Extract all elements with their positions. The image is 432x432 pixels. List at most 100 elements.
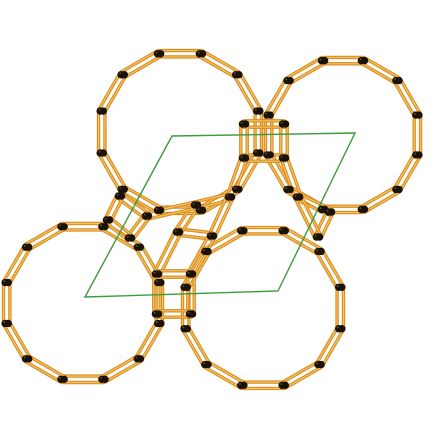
atom bbox=[281, 381, 290, 389]
atom bbox=[156, 206, 165, 214]
atom bbox=[154, 310, 163, 318]
bond-highlight bbox=[104, 193, 118, 220]
bond-highlight bbox=[105, 221, 129, 242]
atom-shine bbox=[23, 356, 26, 359]
atom-shine bbox=[265, 112, 268, 115]
atom-shine bbox=[155, 207, 158, 210]
atom-shine bbox=[319, 58, 322, 61]
atom-shine bbox=[100, 224, 103, 227]
atom-shine bbox=[240, 155, 243, 158]
bond-highlight bbox=[120, 50, 159, 73]
atom bbox=[60, 222, 68, 231]
bond-highlight bbox=[270, 81, 292, 118]
bond-highlight bbox=[208, 195, 228, 236]
atom bbox=[281, 227, 290, 235]
bond-highlight bbox=[360, 62, 397, 84]
bond-highlight bbox=[194, 193, 230, 203]
bond-highlight bbox=[239, 72, 262, 111]
atom-shine bbox=[98, 150, 101, 153]
atom-shine bbox=[316, 362, 319, 365]
atom-shine bbox=[394, 187, 397, 190]
bond-highlight bbox=[233, 75, 257, 114]
bond-highlight bbox=[320, 212, 334, 239]
atom bbox=[198, 50, 207, 58]
bond-highlight bbox=[286, 57, 323, 79]
atom bbox=[204, 247, 212, 256]
bond-highlight bbox=[286, 156, 302, 197]
atom-shine bbox=[413, 112, 416, 115]
atom-shine bbox=[226, 194, 229, 197]
atom-shine bbox=[240, 121, 243, 124]
bond-highlight bbox=[104, 361, 142, 383]
atom-shine bbox=[208, 233, 211, 236]
atom bbox=[175, 228, 184, 236]
atom-shine bbox=[285, 78, 288, 81]
atom bbox=[136, 355, 145, 363]
bond-highlight bbox=[321, 329, 344, 367]
atom-shine bbox=[336, 326, 339, 329]
atom bbox=[338, 283, 346, 291]
bond-highlight bbox=[174, 202, 194, 231]
atom-shine bbox=[187, 271, 190, 274]
atom bbox=[415, 111, 423, 119]
atom-shine bbox=[135, 244, 138, 247]
atom bbox=[235, 185, 243, 193]
atom bbox=[4, 319, 12, 328]
atom bbox=[60, 375, 68, 384]
bond-highlight bbox=[321, 249, 344, 287]
atom-shine bbox=[238, 382, 241, 385]
bond-highlight bbox=[8, 321, 31, 358]
atom-shine bbox=[336, 284, 339, 287]
atom bbox=[240, 227, 248, 235]
bond-highlight bbox=[8, 248, 31, 285]
atom bbox=[188, 310, 197, 318]
bond-highlight bbox=[207, 232, 245, 255]
bond-highlight bbox=[153, 229, 176, 274]
atom bbox=[256, 149, 264, 157]
bond-highlight bbox=[363, 191, 400, 213]
atom bbox=[127, 234, 136, 242]
bond-highlight bbox=[187, 326, 210, 364]
atom-shine bbox=[203, 362, 206, 365]
atom-shine bbox=[98, 108, 101, 111]
bond-highlight bbox=[281, 232, 319, 255]
bond-highlight bbox=[117, 197, 146, 220]
atom bbox=[101, 375, 109, 384]
bond-highlight bbox=[28, 228, 65, 251]
bond-highlight bbox=[265, 78, 287, 115]
bond-highlight bbox=[187, 252, 210, 290]
bond-highlight bbox=[281, 361, 319, 384]
atom bbox=[136, 243, 145, 251]
bond-highlight bbox=[147, 207, 198, 220]
atom-shine bbox=[3, 321, 6, 324]
atom bbox=[157, 278, 165, 287]
bond-highlight bbox=[300, 194, 322, 237]
atom-shine bbox=[23, 244, 26, 247]
atom bbox=[295, 193, 304, 201]
atom bbox=[25, 355, 33, 363]
bond-highlight bbox=[316, 326, 339, 364]
atom-shine bbox=[155, 51, 158, 54]
atom bbox=[183, 283, 192, 291]
atom-layer bbox=[1, 50, 423, 389]
atom bbox=[198, 206, 207, 214]
atom-shine bbox=[359, 58, 362, 61]
atom-shine bbox=[100, 377, 103, 380]
atom-shine bbox=[153, 311, 156, 314]
atom-shine bbox=[3, 280, 6, 283]
atom-shine bbox=[155, 280, 158, 283]
bond-highlight bbox=[363, 57, 400, 79]
bond-highlight bbox=[110, 196, 124, 223]
bond-highlight bbox=[101, 355, 138, 378]
atom bbox=[117, 192, 126, 200]
atom bbox=[188, 270, 197, 278]
bond-highlight bbox=[103, 150, 127, 189]
atom-shine bbox=[233, 186, 236, 189]
atom bbox=[157, 319, 165, 328]
atom bbox=[209, 232, 218, 240]
atom-shine bbox=[413, 152, 416, 155]
bond-highlight bbox=[135, 321, 158, 358]
atom bbox=[99, 107, 108, 115]
